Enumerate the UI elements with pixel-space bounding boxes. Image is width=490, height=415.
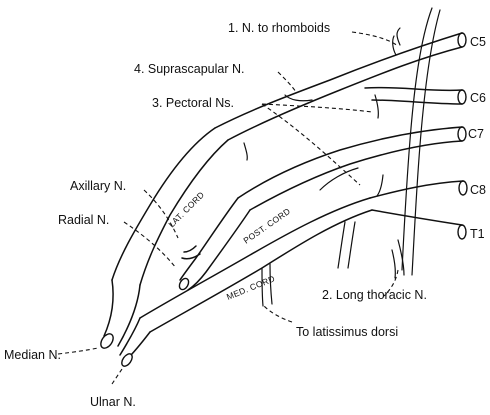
root-label-c8: C8 [470, 183, 486, 197]
leader-axillary [143, 189, 179, 239]
c7-middle-trunk [237, 126, 463, 211]
label-ulnar: Ulnar N. [90, 395, 136, 409]
axillary-branch [181, 245, 201, 260]
root-c7-end [457, 126, 467, 142]
lateral-cord [111, 127, 229, 286]
medial-cord-label: MED. CORD [225, 273, 276, 302]
leader-suprascapular [277, 71, 297, 93]
label-suprascapular: 4. Suprascapular N. [134, 62, 244, 76]
root-c8-end [458, 180, 468, 196]
root-label-t1: T1 [470, 227, 485, 241]
label-median: Median N. [4, 348, 61, 362]
leader-ulnar [111, 365, 125, 385]
leader-rhomboids [351, 31, 399, 47]
leader-median [57, 347, 99, 355]
label-pectoral: 3. Pectoral Ns. [152, 96, 234, 110]
root-t1-end [457, 224, 467, 240]
leader-radial [123, 221, 177, 269]
root-c5-end [457, 32, 467, 48]
label-latissimus: To latissimus dorsi [296, 325, 398, 339]
label-axillary: Axillary N. [70, 179, 126, 193]
root-c6-end [457, 89, 467, 105]
posterior-cord [178, 197, 251, 291]
label-n-to-rhomboids: 1. N. to rhomboids [228, 21, 330, 35]
lateral-cord-label: LAT. CORD [166, 189, 206, 229]
leader-pectoral-2 [261, 103, 361, 186]
root-label-c5: C5 [470, 35, 486, 49]
leader-long-thoracic [383, 269, 399, 297]
spinal-verticals [243, 7, 441, 307]
leader-pectoral-1 [261, 103, 373, 113]
median-ulnar [100, 279, 151, 367]
leader-latissimus [263, 305, 293, 323]
root-label-c7: C7 [468, 127, 484, 141]
label-long-thoracic: 2. Long thoracic N. [322, 288, 427, 302]
c5-upper-trunk [214, 32, 463, 141]
label-radial: Radial N. [58, 213, 109, 227]
root-label-c6: C6 [470, 91, 486, 105]
